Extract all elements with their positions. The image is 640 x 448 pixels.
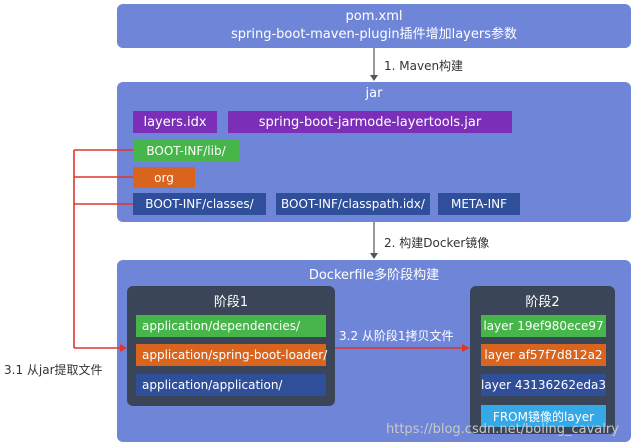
boot-lib-box: BOOT-INF/lib/ <box>133 140 239 161</box>
stage2-layer-2: layer af57f7d812a2 <box>481 344 606 366</box>
extract-arrow-head <box>120 344 127 352</box>
dockerfile-title: Dockerfile多阶段构建 <box>308 268 440 283</box>
pom-box: pom.xml spring-boot-maven-plugin插件增加laye… <box>117 4 631 48</box>
org-box: org <box>133 167 195 188</box>
step2-label: 2. 构建Docker镜像 <box>384 236 490 250</box>
arrow-docker-head <box>370 253 378 259</box>
classpath-idx-box: BOOT-INF/classpath.idx/ <box>276 193 430 215</box>
pom-title: pom.xml <box>345 9 403 24</box>
copy-label: 3.2 从阶段1拷贝文件 <box>339 329 454 343</box>
stage2-title: 阶段2 <box>525 295 560 310</box>
boot-classes-box: BOOT-INF/classes/ <box>133 193 266 215</box>
stage1-item-application: application/application/ <box>136 374 326 396</box>
step1-label: 1. Maven构建 <box>384 59 464 73</box>
stage1-title: 阶段1 <box>213 295 249 310</box>
jar-title: jar <box>365 86 383 101</box>
watermark: https://blog.csdn.net/boling_cavalry <box>386 422 619 437</box>
stage2-base-layer: FROM镜像的layer <box>481 405 606 427</box>
extract-label: 3.1 从jar提取文件 <box>4 363 103 377</box>
stage2-layer-1: layer 19ef980ece97 <box>481 315 606 337</box>
stage1-item-dependencies: application/dependencies/ <box>136 315 326 337</box>
meta-inf-box: META-INF <box>438 193 520 215</box>
pom-subtitle: spring-boot-maven-plugin插件增加layers参数 <box>231 27 517 42</box>
layertools-box: spring-boot-jarmode-layertools.jar <box>228 111 512 133</box>
layers-idx-box: layers.idx <box>133 111 217 133</box>
arrow-maven-head <box>370 75 378 81</box>
stage2-layer-3: layer 43136262eda3 <box>481 374 606 396</box>
copy-arrow-head <box>462 344 470 352</box>
stage1-item-loader: application/spring-boot-loader/ <box>136 344 327 366</box>
